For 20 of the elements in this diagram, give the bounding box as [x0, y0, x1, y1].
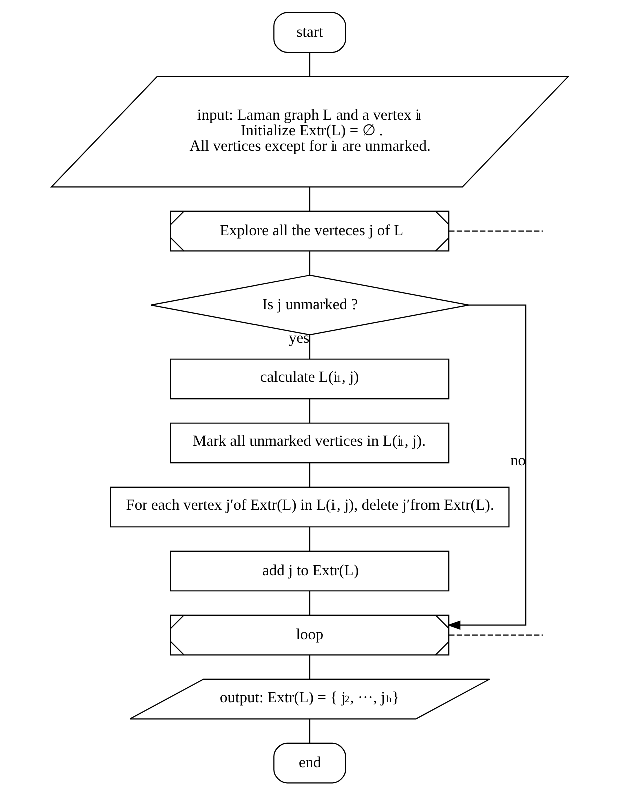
- connector: [308, 527, 310, 552]
- connector: [308, 463, 310, 488]
- connector: [308, 187, 310, 212]
- edge-label: no: [510, 452, 526, 470]
- connector: [448, 230, 543, 232]
- connector: [308, 252, 310, 276]
- connector: [308, 655, 310, 680]
- connector: [308, 591, 310, 616]
- node-box: calculate L(i1, j): [170, 358, 450, 400]
- node-diamond: Is j unmarked ?: [150, 274, 469, 336]
- arrow: [446, 304, 526, 630]
- connector: [448, 634, 543, 636]
- connector: [308, 52, 310, 77]
- node-box: end: [273, 742, 346, 784]
- connector: [308, 399, 310, 424]
- node-box: Mark all unmarked vertices in L(i1, j).: [170, 422, 450, 464]
- connector: [308, 335, 310, 360]
- connector: [308, 719, 310, 744]
- node-box: add j to Extr(L): [170, 550, 450, 592]
- node-box: start: [273, 12, 346, 54]
